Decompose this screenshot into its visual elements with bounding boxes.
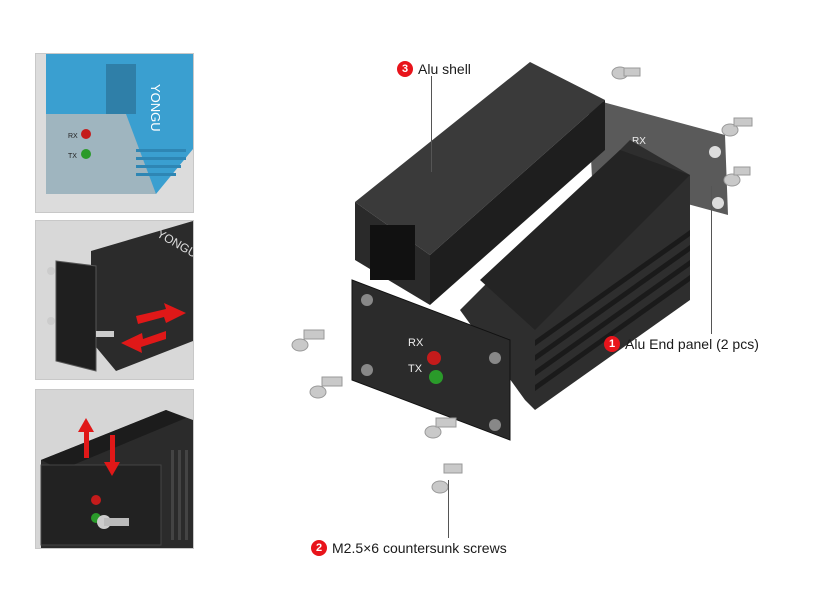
front-rx-label: RX [408,337,424,349]
front-tx-label: TX [408,363,423,375]
tx-label: TX [68,153,77,160]
shell-slide-image [36,390,193,548]
rx-label: RX [68,133,78,140]
badge-1: 1 [604,336,620,352]
screw-icon [96,331,114,337]
arrow-right-icon [136,303,186,324]
brand-text: YONGU [148,84,163,132]
thumbnail-panel-assembly[interactable]: YONGU [35,220,194,380]
panel-assembly-image: YONGU [36,221,193,379]
callout-alu-shell: 3 Alu shell [397,61,471,77]
screws-label: M2.5×6 countersunk screws [332,540,507,556]
screw-icon-2 [104,518,129,526]
shell-top-half [355,62,605,255]
blue-enclosure-image: YONGU RX TX [36,54,193,212]
arrow-up-icon [84,428,89,458]
exploded-view-diagram: RX RX TX [291,62,753,494]
end-panel-label: Alu End panel (2 pcs) [625,336,759,352]
alu-shell-label: Alu shell [418,61,471,77]
tx-led [429,370,443,384]
callout-screws: 2 M2.5×6 countersunk screws [311,540,507,556]
arrow-down-icon [110,435,115,465]
thumbnail-shell-slide[interactable] [35,389,194,549]
badge-2: 2 [311,540,327,556]
badge-3: 3 [397,61,413,77]
screws-group [291,66,753,494]
back-rx-label: RX [632,136,646,147]
screws-leader-line [448,480,449,538]
panel-leader-line [711,186,712,334]
callout-end-panel: 1 Alu End panel (2 pcs) [604,336,759,352]
arrow-left-icon [121,331,166,353]
thumbnail-blue-enclosure[interactable]: YONGU RX TX [35,53,194,213]
shell-leader-line [431,76,432,172]
rx-led [427,351,441,365]
